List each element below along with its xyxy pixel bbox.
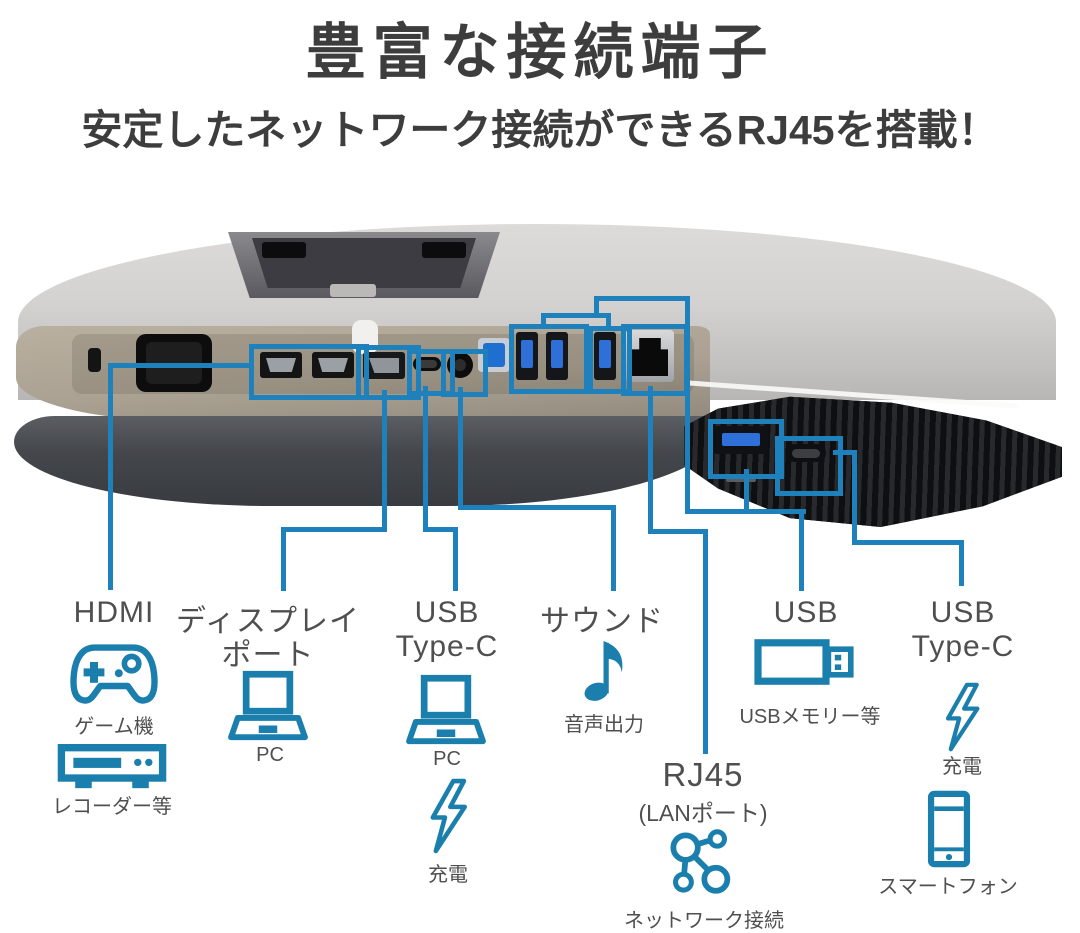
port-label-usb: USB: [773, 596, 839, 629]
rj45-callout-line-v2: [703, 529, 708, 754]
stand-screw-right: [422, 242, 466, 258]
usb-c-rear-callout-box: [407, 349, 455, 396]
usb-c-rear-callout-line-v2: [453, 527, 458, 591]
rj45-callout-box: [621, 324, 689, 396]
port-label-rj45-sub: (LANポート): [638, 800, 768, 826]
device-label-charge-usbc: 充電: [428, 864, 468, 886]
usb-c-side-callout-line-v2: [959, 540, 964, 586]
device-label-smartphone: スマートフォン: [878, 876, 1018, 898]
audio-jack-port-inner: [454, 359, 466, 371]
port-label-usbc-1: USB: [414, 596, 480, 629]
usb-b-port-inner: [483, 343, 505, 367]
usb-callout-line-h1: [594, 296, 690, 301]
displayport-callout-line-h: [281, 527, 387, 532]
usb-callout-line-h2: [685, 509, 806, 514]
port-label-usbc-2: Type-C: [395, 630, 499, 663]
usb-a-single-callout-box: [588, 326, 632, 394]
usb-a-port-2-inner: [551, 340, 563, 368]
usb-c-rear-callout-line-h: [423, 527, 458, 532]
usb-c-side-callout-line-h2: [852, 540, 964, 545]
usb-a-pair-callout-box: [509, 324, 589, 394]
stand-clip: [330, 284, 376, 297]
usb-a-port-side-inner: [722, 433, 760, 446]
usb-bracket-v2: [606, 313, 611, 328]
displayport-callout-line-v2: [281, 527, 286, 591]
usb-a-side-marking: [726, 478, 756, 482]
music-note-icon: [584, 641, 623, 701]
device-label-network: ネットワーク接続: [624, 910, 784, 932]
device-label-audio-out: 音声出力: [564, 714, 644, 736]
usb-c-port-side-inner: [792, 449, 820, 458]
device-label-recorder: レコーダー等: [52, 796, 172, 818]
laptop-icon: [406, 674, 486, 745]
usb-callout-line-v2: [799, 509, 804, 591]
usb-bracket-v1: [541, 313, 546, 326]
laptop-icon: [228, 670, 308, 741]
usb-c-port-rear-inner: [417, 360, 437, 368]
hdmi-port-2-inner: [318, 358, 348, 372]
hdmi-callout-box: [249, 344, 369, 400]
hdmi-callout-line-v: [108, 363, 113, 590]
device-label-usb-memory: USBメモリー等: [739, 706, 881, 728]
network-icon: [670, 829, 731, 894]
device-label-pc-dp: PC: [256, 744, 284, 766]
port-label-usbc-side-1: USB: [930, 596, 996, 629]
usb-callout-stub: [594, 296, 599, 315]
usb-c-rear-callout-line-v1: [423, 386, 428, 532]
port-label-hdmi: HDMI: [73, 596, 155, 629]
device-label-pc-usbc: PC: [433, 748, 461, 770]
usb-c-side-callout-line-h1: [833, 450, 857, 455]
port-label-displayport-1: ディスプレイ: [176, 605, 360, 638]
port-label-displayport-2: ポート: [221, 639, 315, 672]
usb-c-side-callout-box: [775, 436, 843, 496]
monitor-bottom-bezel: [14, 416, 720, 506]
usb-a-port-3-inner: [599, 340, 611, 368]
page-title: 豊富な接続端子: [305, 19, 775, 86]
usb-c-side-callout-line-v1: [852, 450, 857, 545]
port-label-sound: サウンド: [540, 605, 664, 638]
device-label-game: ゲーム機: [74, 716, 154, 738]
game-controller-icon: [70, 644, 158, 704]
hdmi-callout-line-h: [108, 363, 252, 368]
port-label-usbc-side-2: Type-C: [911, 630, 1015, 663]
recorder-icon: [57, 744, 167, 789]
kensington-slot: [88, 348, 101, 372]
port-label-rj45: RJ45: [662, 756, 744, 793]
usb-a-port-1-inner: [521, 340, 533, 368]
displayport-callout-line-v1: [382, 390, 387, 532]
audio-callout-line-h: [458, 505, 616, 510]
hdmi-port-1-inner: [266, 358, 296, 372]
lightning-icon: [430, 778, 467, 854]
device-label-charge-side: 充電: [942, 756, 982, 778]
usb-side-callout-line-v: [744, 469, 749, 511]
page-subtitle: 安定したネットワーク接続ができるRJ45を搭載！: [81, 107, 999, 153]
rj45-callout-line-h: [648, 529, 708, 534]
usb-memory-icon: [754, 639, 854, 685]
lightning-icon: [945, 682, 980, 752]
displayport-callout-box: [356, 345, 421, 400]
smartphone-icon: [927, 790, 971, 868]
audio-callout-box: [441, 349, 488, 397]
audio-callout-line-v2: [611, 505, 616, 591]
displayport-port-inner: [369, 358, 399, 373]
rj45-callout-line-v1: [648, 386, 653, 534]
audio-callout-line-v1: [458, 387, 463, 510]
stand-screw-left: [262, 242, 306, 258]
usb-bracket-h: [541, 313, 611, 318]
usb-callout-line-v1: [685, 296, 690, 514]
